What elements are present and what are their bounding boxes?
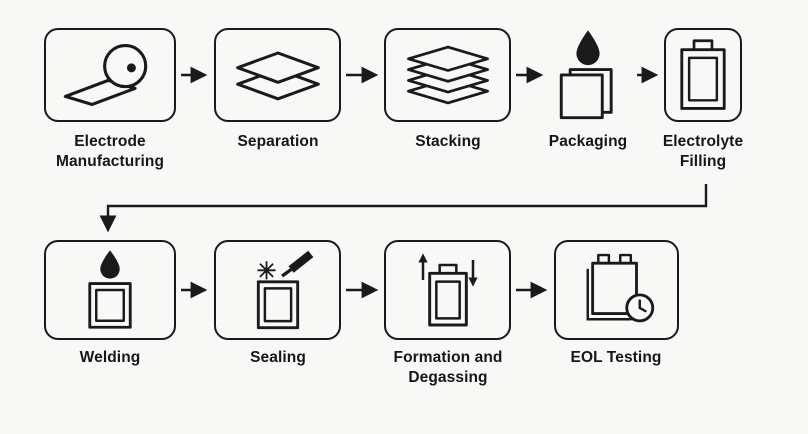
step-box-stacking	[384, 28, 511, 122]
droplet-cell-icon	[88, 250, 132, 329]
gas-arrows-cell-icon	[417, 253, 478, 327]
spark-icon	[257, 261, 276, 280]
step-box-eol-testing	[554, 240, 679, 340]
step-box-electrode-manufacturing	[44, 28, 176, 122]
step-box-welding	[44, 240, 176, 340]
step-box-electrolyte-filling	[664, 28, 742, 122]
step-label-formation-degassing: Formation and Degassing	[393, 349, 503, 387]
step-label-packaging: Packaging	[548, 133, 628, 150]
pouch-cell-tab-icon	[680, 39, 726, 110]
battery-clock-icon	[586, 253, 654, 323]
step-label-separation: Separation	[237, 133, 319, 150]
step-box-separation	[214, 28, 341, 122]
torch-spark-cell-icon	[256, 250, 313, 330]
film-roll-icon	[63, 43, 148, 107]
step-box-formation-degassing	[384, 240, 511, 340]
step-label-electrode-manufacturing: Electrode Manufacturing	[55, 133, 165, 171]
step-box-packaging	[544, 24, 632, 124]
step-label-sealing: Sealing	[250, 349, 306, 366]
separator-sheets-icon	[235, 51, 320, 101]
step-label-stacking: Stacking	[415, 133, 481, 150]
step-label-electrolyte-filling: Electrolyte Filling	[662, 133, 744, 171]
step-label-eol-testing: EOL Testing	[570, 349, 662, 366]
droplet-pouch-stack-icon	[559, 30, 613, 120]
step-box-sealing	[214, 240, 341, 340]
stacked-sheets-icon	[406, 45, 489, 105]
step-label-welding: Welding	[79, 349, 141, 366]
arrow-electrolyte-filling-to-welding	[99, 184, 708, 233]
